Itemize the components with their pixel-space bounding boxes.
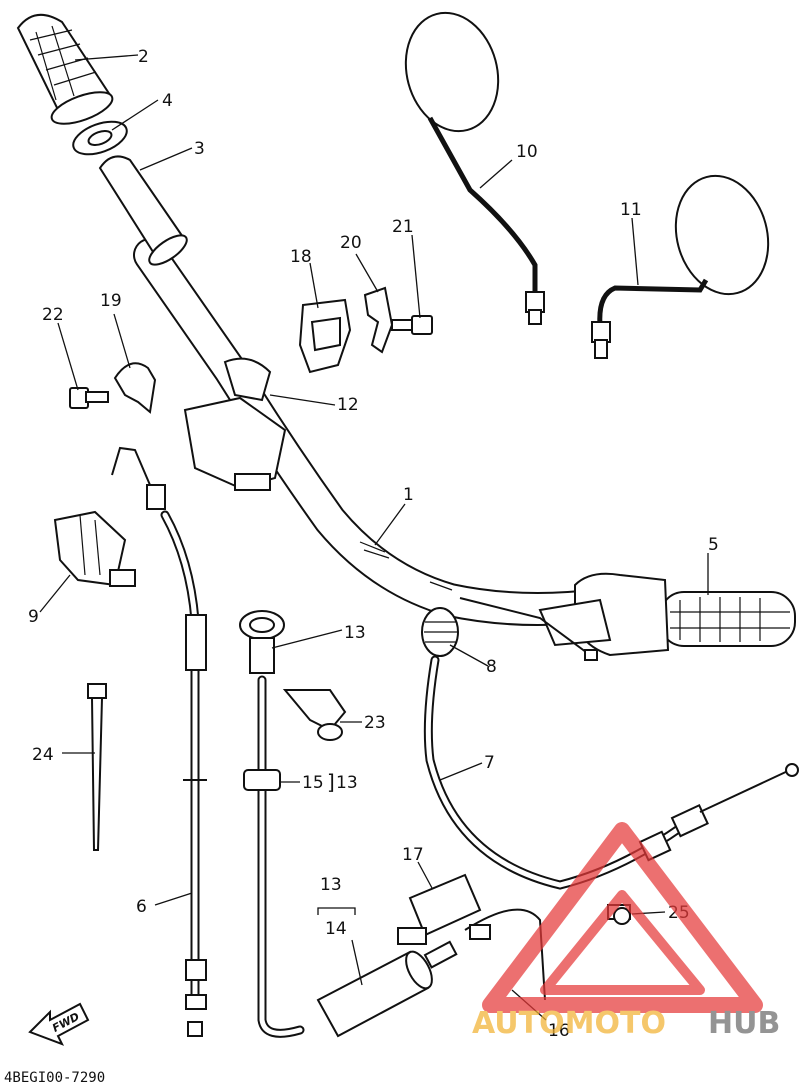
callout-4: 4 <box>162 91 173 111</box>
left-grip <box>16 13 114 125</box>
lever-holder <box>53 510 136 587</box>
switch <box>397 873 546 1001</box>
right-grip <box>659 591 796 647</box>
callout-7: 7 <box>484 753 495 773</box>
fwd-arrow: FWD <box>28 1002 90 1046</box>
callouts: 2 4 3 10 11 18 20 21 22 19 12 1 5 9 13 8… <box>28 47 719 1041</box>
callout-22: 22 <box>42 305 64 325</box>
callout-9: 9 <box>28 607 39 627</box>
callout-24: 24 <box>32 745 54 765</box>
watermark: AUTOMOTO HUB <box>472 822 780 1041</box>
callout-23: 23 <box>364 713 386 733</box>
callout-11: 11 <box>620 200 642 220</box>
callout-2: 2 <box>138 47 149 67</box>
watermark-brand-secondary: HUB <box>708 1006 780 1041</box>
footer-code: 4BEGI00-7290 <box>4 1070 105 1086</box>
callout-bracket: ] <box>327 770 335 794</box>
watermark-triangle-icon <box>482 822 763 1013</box>
choke-cable <box>239 610 347 1038</box>
holder <box>298 298 352 374</box>
callout-18: 18 <box>290 247 312 267</box>
callout-3: 3 <box>194 139 205 159</box>
clutch-cable <box>421 607 799 890</box>
callout-15: 15 <box>302 773 324 793</box>
callout-13b: 13 <box>336 773 358 793</box>
callout-14: 14 <box>325 919 347 939</box>
watermark-brand-primary: AUTOMOTO <box>472 1006 666 1041</box>
callout-1: 1 <box>403 485 414 505</box>
plunger <box>316 940 458 1038</box>
right-switch-housing <box>538 572 670 657</box>
callout-19: 19 <box>100 291 122 311</box>
clamp <box>113 362 157 414</box>
callout-12: 12 <box>337 395 359 415</box>
callout-13c: 13 <box>320 875 342 895</box>
callout-6: 6 <box>136 897 147 917</box>
callout-17: 17 <box>402 845 424 865</box>
throttle-sleeve <box>98 155 188 266</box>
callout-16: 16 <box>548 1021 570 1041</box>
mirror-left <box>404 11 545 325</box>
screw-21 <box>391 315 433 335</box>
harness <box>459 597 591 656</box>
left-switch-housing <box>183 357 287 491</box>
leader-lines <box>39 54 709 1021</box>
clip <box>363 286 394 354</box>
callout-13a: 13 <box>344 623 366 643</box>
callout-20: 20 <box>340 233 362 253</box>
callout-5: 5 <box>708 535 719 555</box>
screw-22 <box>69 387 109 409</box>
cable-tie <box>87 683 107 851</box>
callout-21: 21 <box>392 217 414 237</box>
callout-8: 8 <box>486 657 497 677</box>
mirror-right <box>591 174 770 359</box>
throttle-cable <box>111 446 207 1037</box>
callout-10: 10 <box>516 142 538 162</box>
